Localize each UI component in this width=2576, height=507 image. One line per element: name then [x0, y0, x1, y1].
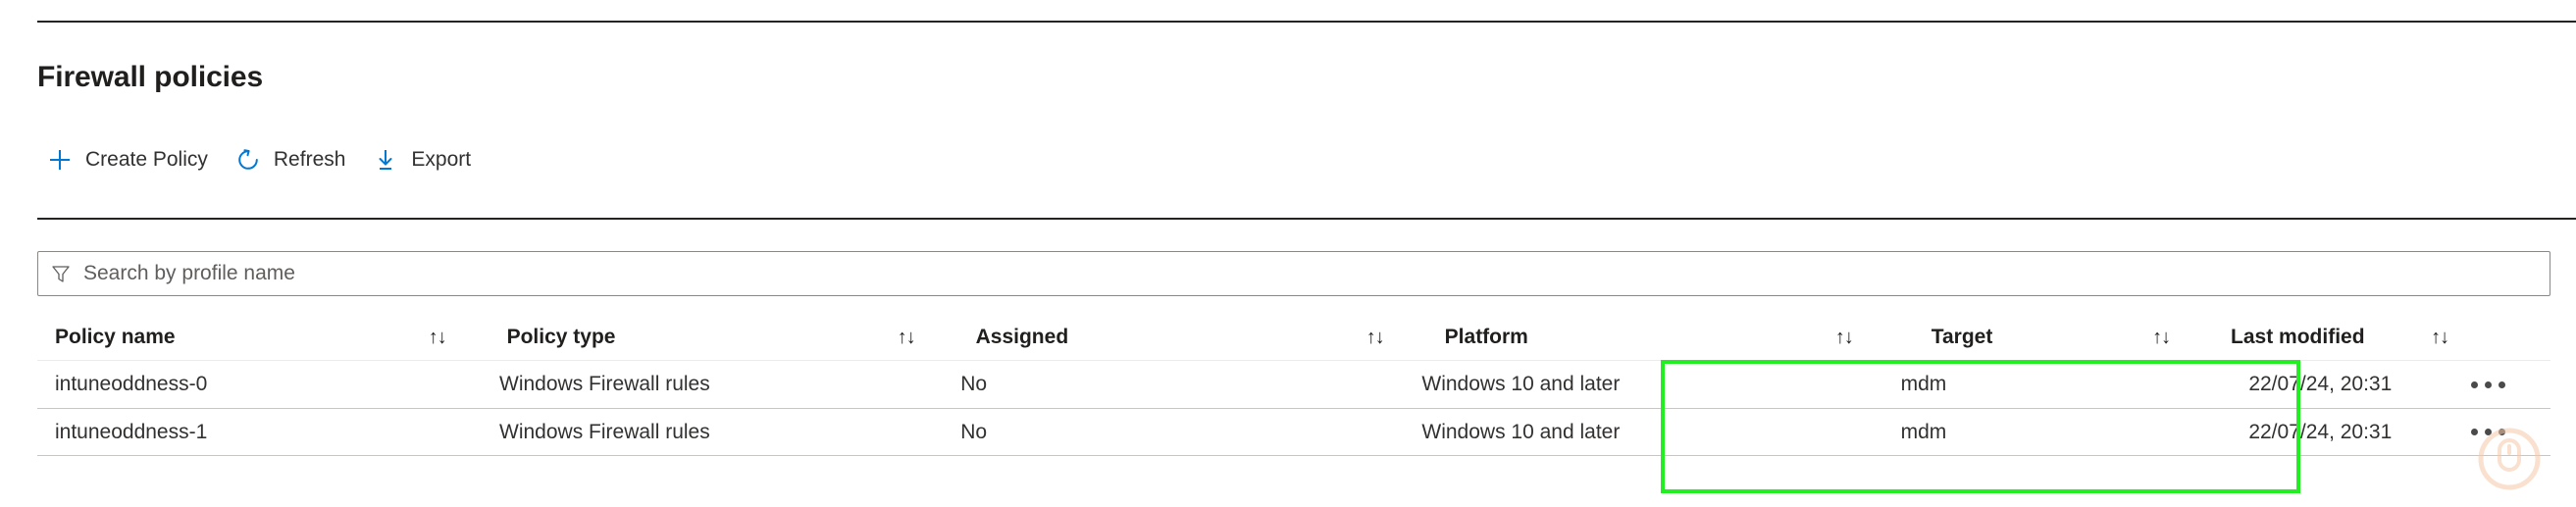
ellipsis-dot [2484, 380, 2492, 388]
column-header-target[interactable]: Target [1931, 325, 1993, 348]
sort-policy-type[interactable]: ↑↓ [897, 327, 916, 347]
column-header-assigned[interactable]: Assigned [975, 325, 1069, 348]
column-header-last-modified[interactable]: Last modified [2231, 325, 2365, 348]
sort-platform[interactable]: ↑↓ [1834, 327, 1854, 347]
row-context-menu-button[interactable] [2469, 376, 2509, 394]
ellipsis-dot [2498, 380, 2505, 388]
top-divider [37, 21, 2576, 23]
cell-actions [2469, 376, 2550, 394]
cell-platform: Windows 10 and later [1421, 373, 1621, 395]
page-title: Firewall policies [37, 61, 264, 93]
table-row[interactable]: intuneoddness-0 Windows Firewall rules N… [37, 360, 2550, 408]
plus-icon [47, 147, 73, 173]
cell-platform: Windows 10 and later [1421, 420, 1621, 443]
refresh-button[interactable]: Refresh [226, 140, 364, 179]
sort-policy-name[interactable]: ↑↓ [428, 327, 447, 347]
sort-last-modified[interactable]: ↑↓ [2431, 327, 2449, 347]
create-policy-label: Create Policy [85, 148, 208, 171]
table-header-row: Policy name ↑↓ Policy type ↑↓ Assigned ↑… [37, 314, 2550, 360]
column-header-policy-type[interactable]: Policy type [506, 325, 616, 348]
column-header-policy-name[interactable]: Policy name [55, 325, 176, 348]
cell-policy-name[interactable]: intuneoddness-1 [55, 420, 208, 443]
ellipsis-dot [2498, 429, 2505, 435]
cell-last-modified: 22/07/24, 20:31 [2248, 373, 2393, 395]
filter-icon [50, 263, 72, 284]
search-input[interactable] [83, 252, 2538, 295]
ellipsis-dot [2484, 429, 2492, 435]
row-context-menu-button[interactable] [2469, 423, 2509, 441]
cell-assigned: No [960, 373, 988, 395]
cell-actions [2469, 423, 2550, 441]
create-policy-button[interactable]: Create Policy [37, 140, 226, 179]
cell-policy-type: Windows Firewall rules [499, 420, 710, 443]
export-label: Export [411, 148, 472, 171]
table-row[interactable]: intuneoddness-1 Windows Firewall rules N… [37, 408, 2550, 456]
export-icon [373, 147, 398, 173]
ellipsis-dot [2470, 380, 2478, 388]
sort-target[interactable]: ↑↓ [2152, 327, 2171, 347]
cell-policy-name[interactable]: intuneoddness-0 [55, 373, 208, 395]
cell-target: mdm [1900, 373, 1947, 395]
commandbar-divider [37, 218, 2576, 220]
cell-target: mdm [1900, 420, 1947, 443]
refresh-label: Refresh [273, 148, 346, 171]
policies-table: Policy name ↑↓ Policy type ↑↓ Assigned ↑… [37, 314, 2550, 456]
column-header-platform[interactable]: Platform [1444, 325, 1528, 348]
command-bar: Create Policy Refresh Export [37, 140, 489, 179]
cell-policy-type: Windows Firewall rules [499, 373, 710, 395]
sort-assigned[interactable]: ↑↓ [1365, 327, 1385, 347]
cell-assigned: No [960, 420, 988, 443]
export-button[interactable]: Export [363, 140, 489, 179]
refresh-icon [235, 147, 261, 173]
search-box[interactable] [37, 251, 2550, 296]
ellipsis-dot [2470, 429, 2478, 435]
cell-last-modified: 22/07/24, 20:31 [2248, 420, 2393, 443]
